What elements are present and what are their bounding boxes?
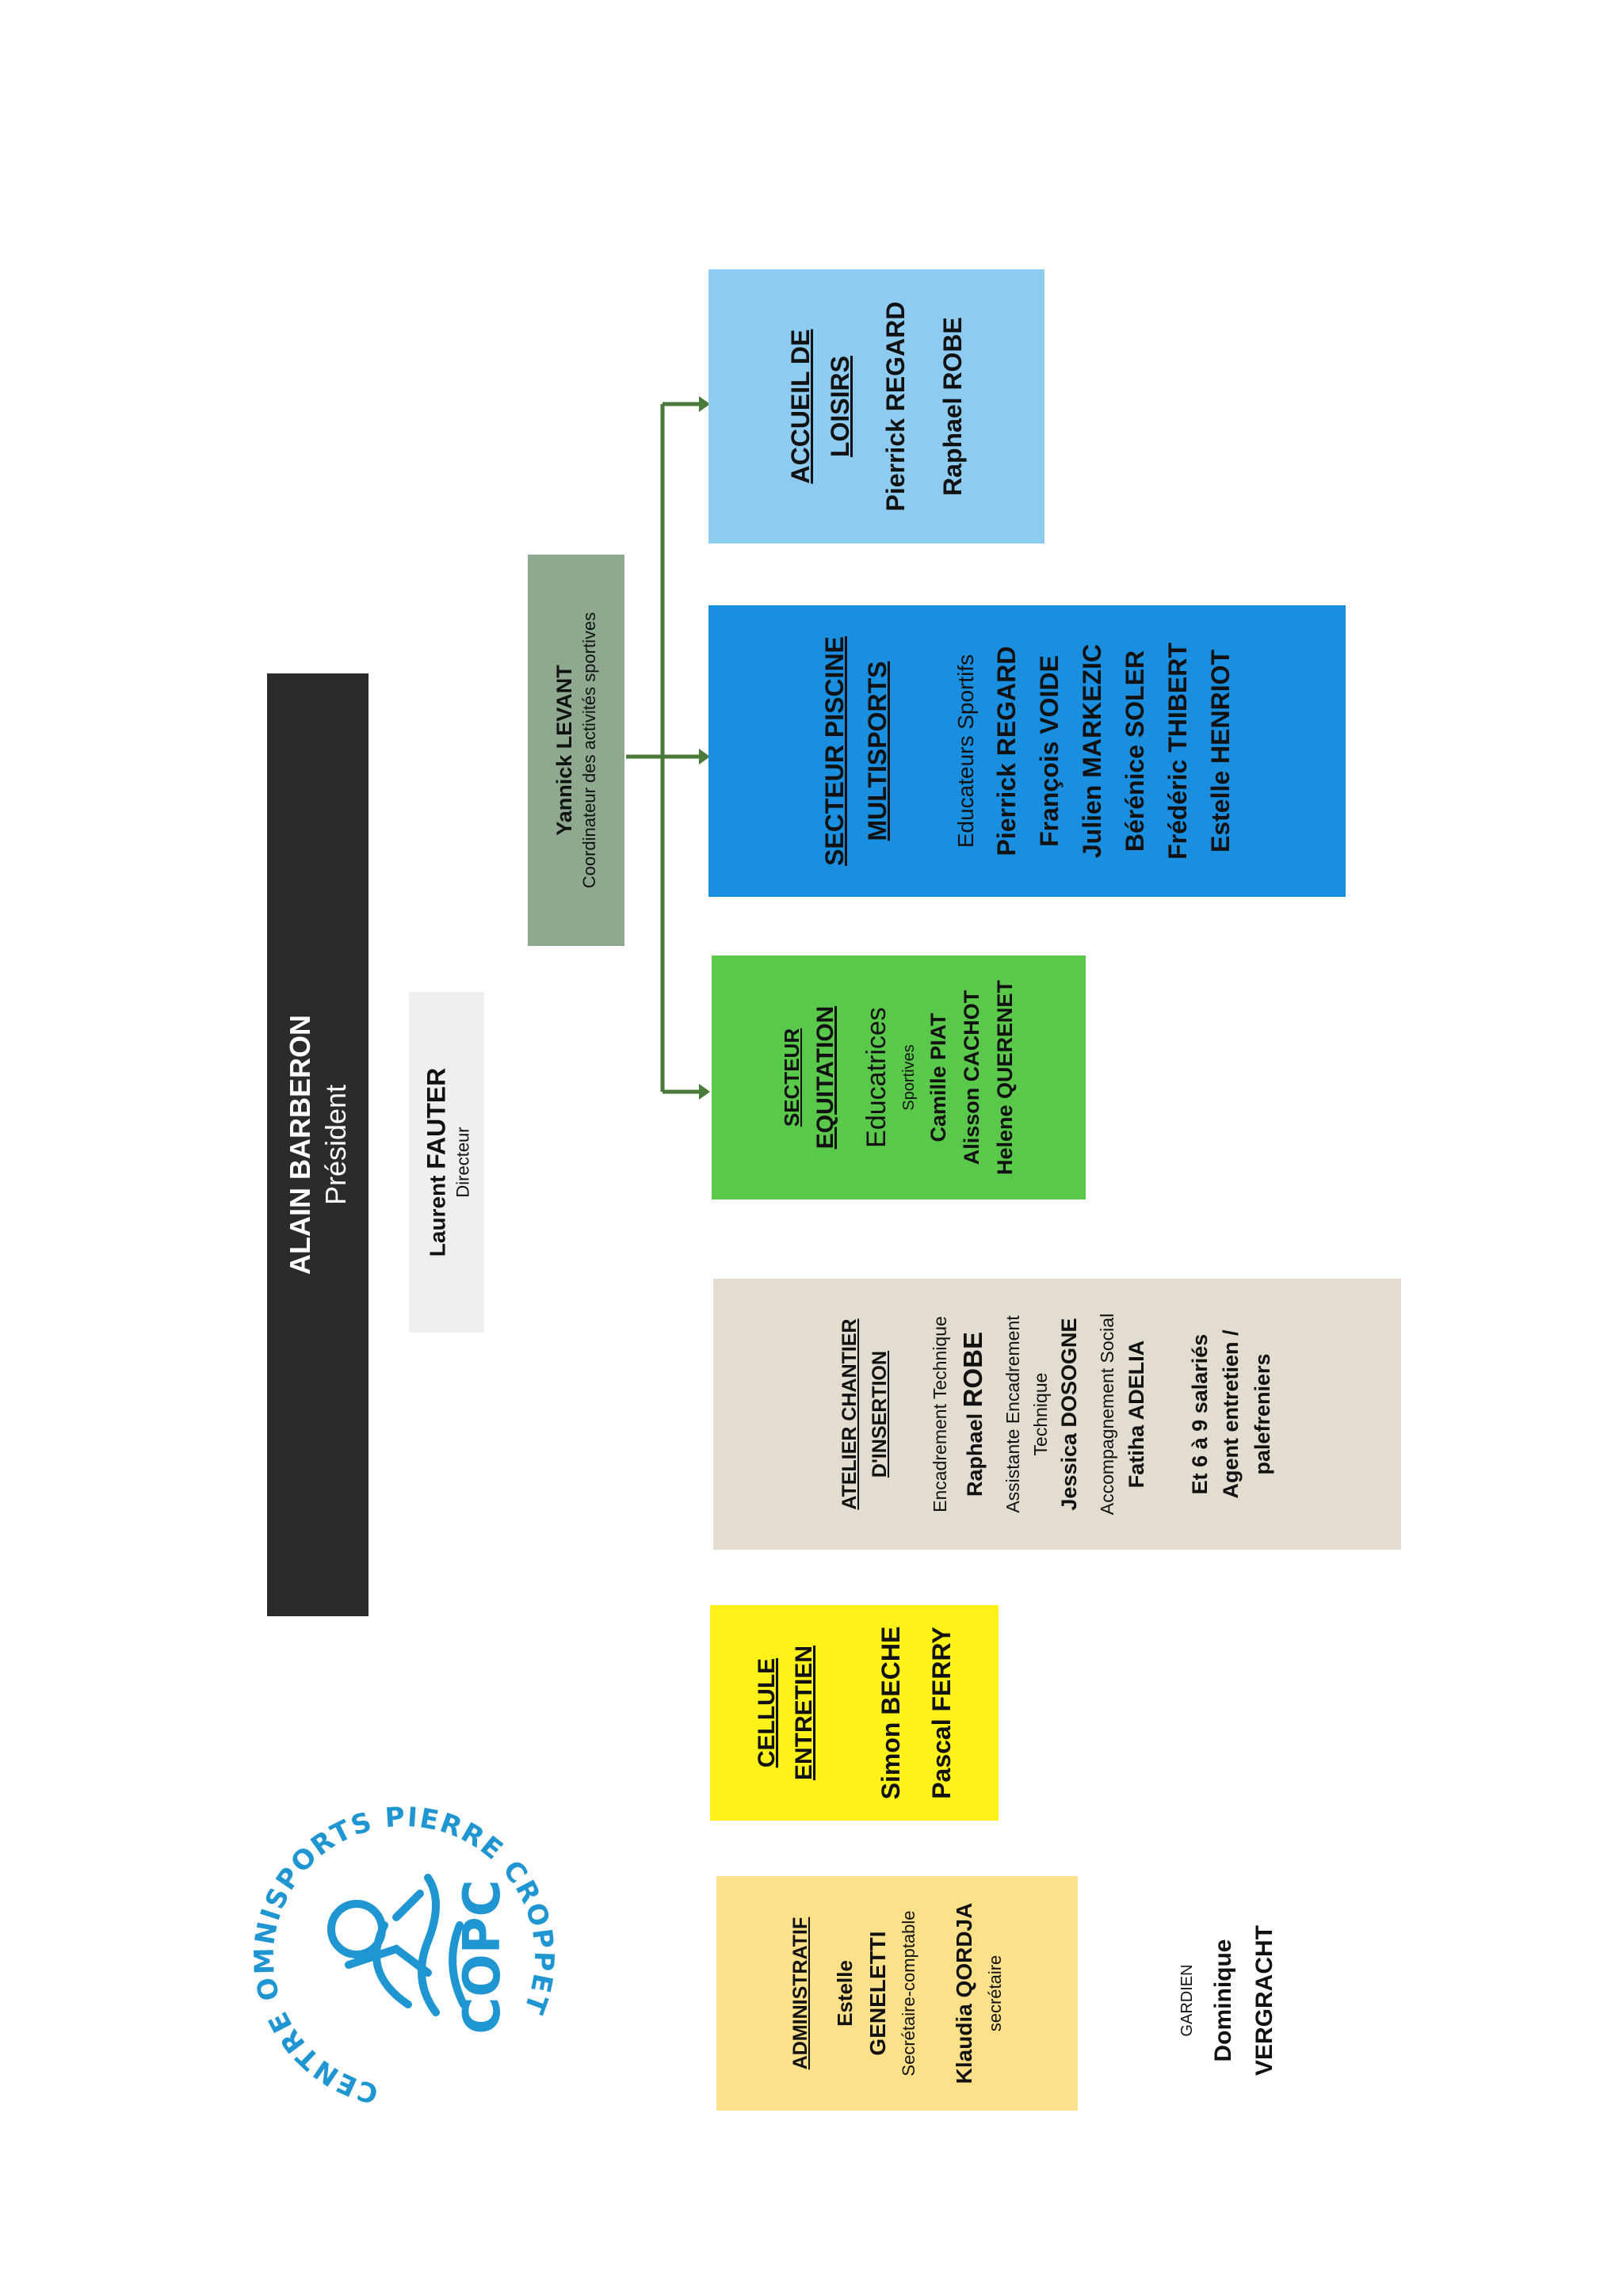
president-role: Président — [319, 1084, 352, 1206]
piscine-member: Frédéric THIBERT — [1163, 643, 1192, 860]
equitation-box: SECTEUR EQUITATION Educatrices Sportives… — [712, 955, 1086, 1199]
atelier-extra-1: Et 6 à 9 salariés — [1187, 1333, 1212, 1495]
piscine-member: François VOIDE — [1034, 655, 1064, 847]
arrow-head-piscine — [699, 749, 710, 765]
piscine-member: Julien MARKEZIC — [1077, 643, 1106, 859]
loisirs-member: Pierrick REGARD — [881, 301, 910, 512]
atelier-title-line1: ATELIER CHANTIER — [838, 1318, 861, 1510]
equitation-subtitle-2: Sportives — [900, 1044, 918, 1111]
administratif-box: ADMINISTRATIF Estelle GENELETTI Secrétai… — [716, 1876, 1078, 2111]
piscine-member: Bérénice SOLER — [1120, 650, 1149, 852]
gardien-block: GARDIEN Dominique VERGRACHT — [1149, 1909, 1308, 2092]
loisirs-title-line2: LOISIRS — [826, 356, 854, 458]
loisirs-member: Raphael ROBE — [938, 317, 967, 496]
directeur-role: Directeur — [452, 1127, 472, 1198]
equitation-title-line2: EQUITATION — [812, 1005, 839, 1150]
administratif-role-1: Secrétaire-comptable — [899, 1910, 919, 2077]
atelier-title-line2: D'INSERTION — [868, 1350, 891, 1478]
coordinateur-box: Yannick LEVANT Coordinateur des activité… — [528, 555, 624, 946]
administratif-title: ADMINISTRATIF — [789, 1917, 812, 2070]
coordinateur-role: Coordinateur des activités sportives — [579, 612, 600, 889]
atelier-person-1-first: Raphael — [962, 1413, 987, 1497]
president-name: ALAIN BARBERON — [284, 1015, 316, 1275]
arrow-head-loisirs — [699, 396, 710, 412]
logo-initials: COPC — [453, 1879, 512, 2034]
atelier-extra-2: Agent entretien / — [1219, 1329, 1243, 1499]
atelier-person-1: Raphael ROBE — [957, 1332, 989, 1497]
administratif-person-2: Klaudia QORDJA — [951, 1902, 976, 2084]
atelier-role-2b: Technique — [1029, 1372, 1051, 1456]
piscine-title-line1: SECTEUR PISCINE — [819, 636, 849, 866]
atelier-person-3-first: Fatiha — [1124, 1425, 1148, 1489]
gardien-last-name: VERGRACHT — [1251, 1925, 1277, 2077]
entretien-box: CELLULE ENTRETIEN Simon BECHE Pascal FER… — [710, 1605, 999, 1821]
gardien-label: GARDIEN — [1178, 1964, 1196, 2037]
piscine-subtitle: Educateurs Sportifs — [953, 654, 978, 849]
equitation-member: Camille PIAT — [926, 1013, 951, 1142]
entretien-member: Simon BECHE — [876, 1626, 905, 1800]
piscine-member: Pierrick REGARD — [991, 646, 1021, 856]
atelier-role-1: Encadrement Technique — [929, 1316, 950, 1512]
atelier-person-3-last: ADELIA — [1124, 1340, 1148, 1421]
atelier-role-2: Assistante Encadrement — [1002, 1315, 1023, 1513]
equitation-member: Helene QUERENET — [992, 979, 1017, 1176]
arrow-head-equitation — [699, 1084, 710, 1100]
equitation-member: Alisson CACHOT — [959, 990, 983, 1165]
atelier-person-2-last: DOSOGNE — [1057, 1318, 1082, 1428]
loisirs-title-line1: ACCUEIL DE — [786, 329, 815, 484]
atelier-person-2-first: Jessica — [1057, 1432, 1082, 1511]
atelier-person-3: Fatiha ADELIA — [1124, 1341, 1151, 1489]
administratif-role-2: secrétaire — [984, 1955, 1005, 2032]
equitation-title-line1: SECTEUR — [779, 1028, 804, 1127]
equitation-subtitle: Educatrices — [861, 1007, 892, 1148]
administratif-person-1-first: Estelle — [832, 1960, 857, 2027]
directeur-last-name: FAUTER — [421, 1067, 450, 1169]
logo-graphic: CENTRE OMNISPORTS PIERRE CROPPET COPC — [249, 1802, 560, 2110]
entretien-title-line2: ENTRETIEN — [791, 1646, 817, 1781]
coordinateur-name: Yannick LEVANT — [552, 665, 577, 836]
directeur-first-name: Laurent — [424, 1175, 449, 1257]
president-box: ALAIN BARBERON Président — [267, 673, 369, 1616]
atelier-extra-2b: palefreniers — [1251, 1353, 1274, 1475]
gardien-first-name: Dominique — [1210, 1939, 1236, 2062]
entretien-title-line1: CELLULE — [753, 1657, 780, 1768]
atelier-person-2: Jessica DOSOGNE — [1056, 1318, 1083, 1510]
piscine-member: Estelle HENRIOT — [1205, 649, 1235, 853]
loisirs-box: ACCUEIL DE LOISIRS Pierrick REGARD Rapha… — [708, 269, 1044, 543]
logo: CENTRE OMNISPORTS PIERRE CROPPET COPC — [238, 1791, 571, 2123]
piscine-title-line2: MULTISPORTS — [862, 661, 892, 841]
atelier-box: ATELIER CHANTIER D'INSERTION Encadrement… — [713, 1279, 1401, 1550]
atelier-role-3: Accompagnement Social — [1097, 1313, 1117, 1516]
logo-figures — [327, 1874, 468, 2016]
atelier-person-1-last: ROBE — [957, 1332, 987, 1408]
entretien-member: Pascal FERRY — [926, 1627, 956, 1799]
directeur-name: Laurent FAUTER — [420, 1068, 452, 1257]
administratif-person-1-last: GENELETTI — [865, 1931, 891, 2056]
directeur-box: Laurent FAUTER Directeur — [409, 992, 484, 1333]
piscine-box: SECTEUR PISCINE MULTISPORTS Educateurs S… — [708, 605, 1346, 897]
